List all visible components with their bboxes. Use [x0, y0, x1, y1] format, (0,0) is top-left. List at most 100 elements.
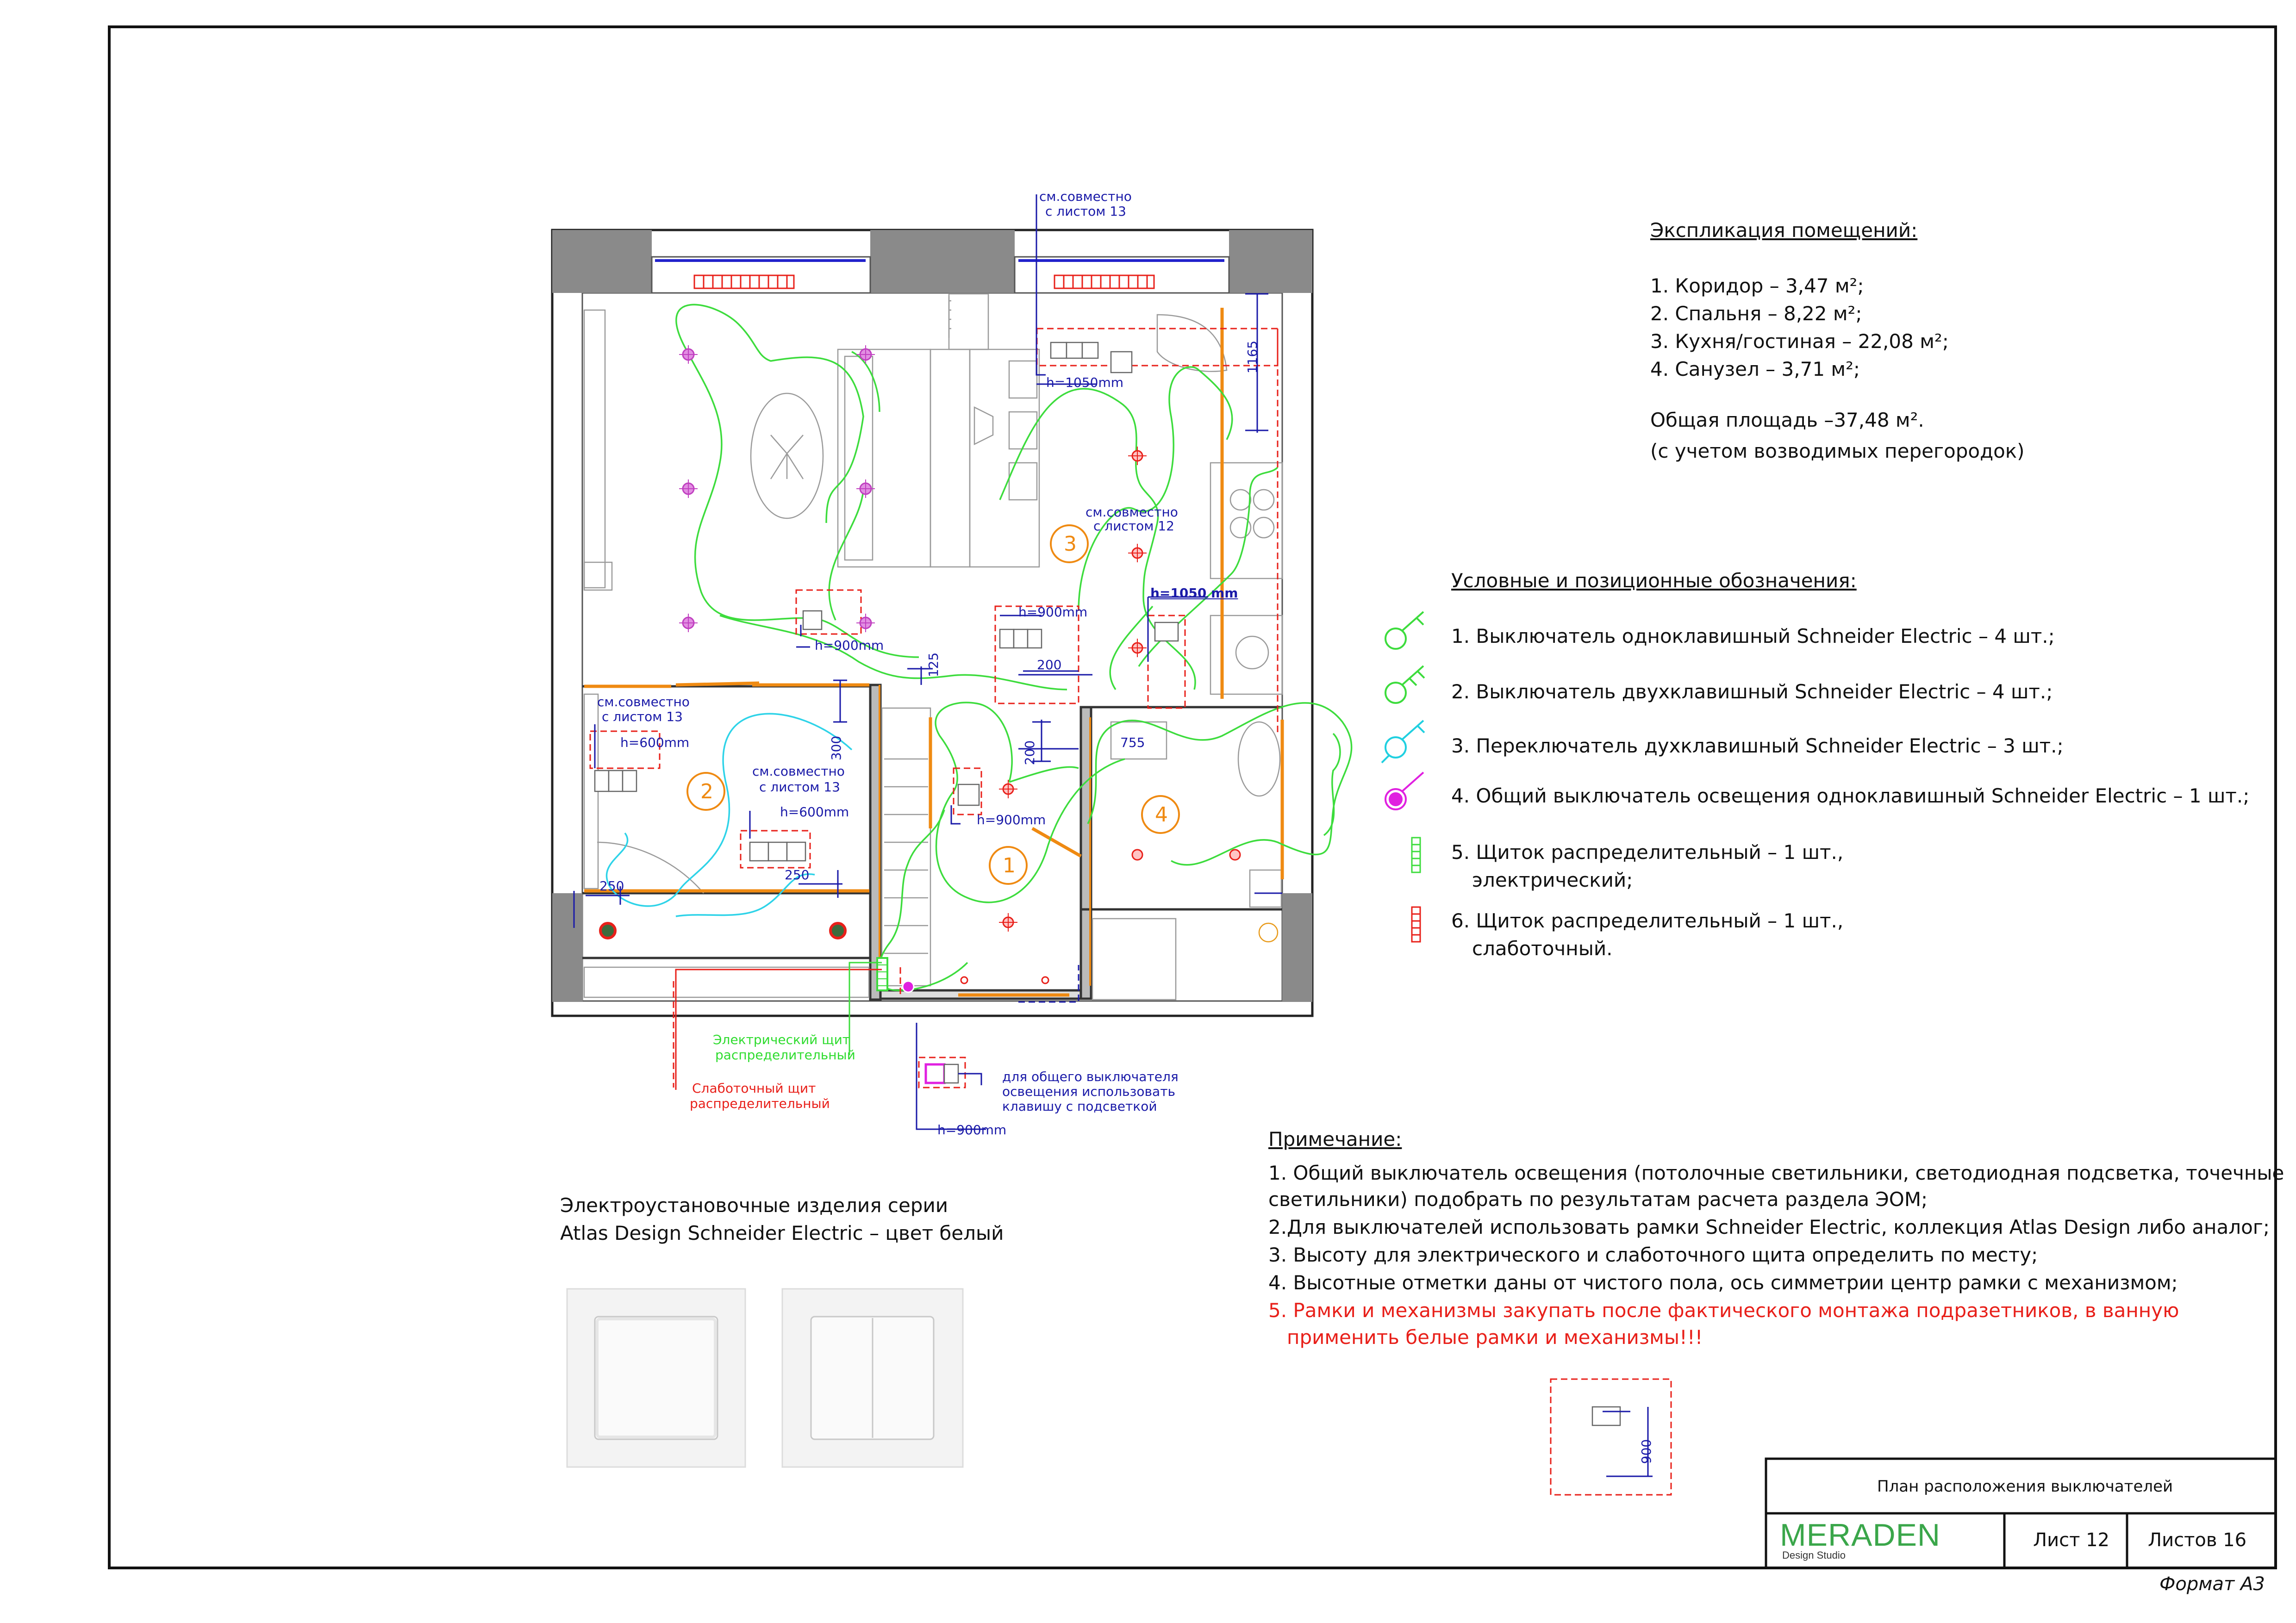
bedroom-light-right	[829, 922, 847, 939]
inner-wall-outline	[581, 292, 1283, 1002]
see-sheet13-left-a: см.совместно	[597, 694, 690, 709]
notes-title: Примечание:	[1268, 1128, 1402, 1150]
electric-panel-icon	[1411, 837, 1421, 873]
see-sheet12-a: см.совместно	[1086, 504, 1178, 520]
room-2-area: 2. Спальня – 8,22 м²;	[1650, 302, 1862, 325]
note-line-3: 2.Для выключателей использовать рамки Sc…	[1268, 1216, 2270, 1238]
room-3-area: 3. Кухня/гостиная – 22,08 м²;	[1650, 330, 1949, 353]
see-sheet13-top-a: см.совместно	[1039, 189, 1132, 204]
height-900-bottom: h=900mm	[937, 1122, 1007, 1138]
window-right	[1014, 256, 1230, 294]
switch-boxes	[594, 342, 1621, 1426]
see-sheet12-b: с листом 12	[1093, 518, 1174, 534]
outer-wall	[551, 229, 1314, 1017]
series-caption-2: Atlas Design Schneider Electric – цвет б…	[560, 1222, 1004, 1244]
note-line-2: светильники) подобрать по результатам ра…	[1268, 1188, 1928, 1211]
switch-photo-single	[566, 1288, 746, 1468]
legend-item-6: 6. Щиток распределительный – 1 шт.,	[1451, 909, 1844, 932]
furniture	[583, 293, 1283, 1001]
legend-item-5: 5. Щиток распределительный – 1 шт.,	[1451, 841, 1844, 864]
legend-title: Условные и позиционные обозначения:	[1451, 569, 1857, 592]
electric-panel-label-b: распределительный	[715, 1047, 855, 1063]
two-way-switch-icon	[1381, 720, 1425, 764]
height-900-b: h=900mm	[815, 638, 884, 653]
electric-panel	[876, 957, 888, 991]
legend-icons	[1381, 611, 1425, 943]
dim-200-b: 200	[1022, 740, 1038, 765]
title-block-frame	[1765, 1457, 2277, 1569]
master-switch-note-a: для общего выключателя	[1002, 1069, 1179, 1084]
column-top-left	[552, 230, 652, 293]
note-warning-2: применить белые рамки и механизмы!!!	[1287, 1326, 1703, 1349]
legend-item-6-line2: слаботочный.	[1472, 937, 1613, 960]
dim-250-a: 250	[599, 878, 624, 894]
red-dashed-markers	[589, 328, 1672, 1496]
note-line-1: 1. Общий выключатель освещения (потолочн…	[1268, 1162, 2284, 1184]
sheet-number: Лист 12	[2033, 1530, 2109, 1551]
radiator-right	[1054, 274, 1155, 289]
height-900-a: h=900mm	[1018, 604, 1088, 620]
room-number-1: 1	[1003, 854, 1016, 877]
room-markers	[686, 524, 1180, 885]
column-bottom-left	[552, 893, 583, 1002]
floor-plan	[551, 194, 1672, 1496]
lowcurrent-panel-label-a: Слаботочный щит	[692, 1081, 816, 1096]
drawing-title: План расположения выключателей	[1877, 1477, 2173, 1496]
electric-panel-label-a: Электрический щит	[713, 1032, 850, 1047]
dim-200-a: 200	[1037, 657, 1062, 672]
see-sheet13-mid-b: с листом 13	[759, 779, 840, 795]
room-1-area: 1. Коридор – 3,47 м²;	[1650, 274, 1864, 297]
dimensions	[573, 194, 1653, 1477]
see-sheet13-left-b: с листом 13	[602, 709, 683, 724]
legend-item-4: 4. Общий выключатель освещения одноклави…	[1451, 784, 2250, 807]
see-sheet13-top-b: с листом 13	[1045, 204, 1126, 219]
dim-1165: 1165	[1245, 340, 1260, 374]
dim-300: 300	[829, 735, 844, 761]
height-1050-right: h=1050 mm	[1150, 585, 1238, 601]
sheet-count: Листов 16	[2148, 1530, 2247, 1551]
cyan-wiring	[605, 713, 853, 917]
switch-photo-double	[781, 1288, 964, 1468]
lowcurrent-panel-icon	[1411, 906, 1421, 943]
dim-755: 755	[1120, 735, 1145, 750]
legend-item-3: 3. Переключатель духклавишный Schneider …	[1451, 734, 2064, 757]
note-line-4: 3. Высоту для электрического и слаботочн…	[1268, 1244, 2038, 1266]
dim-900-detail: 900	[1639, 1439, 1654, 1464]
height-600-b: h=600mm	[780, 804, 849, 820]
green-wiring	[675, 304, 1353, 991]
legend-item-2: 2. Выключатель двухклавишный Schneider E…	[1451, 680, 2053, 703]
partitions	[582, 684, 1282, 1001]
note-warning-1: 5. Рамки и механизмы закупать после факт…	[1268, 1299, 2179, 1322]
legend-item-5-line2: электрический;	[1472, 869, 1633, 891]
sheet-frame	[108, 25, 2277, 1569]
double-switch-icon	[1385, 665, 1425, 704]
window-left	[651, 256, 871, 294]
legend-item-1: 1. Выключатель одноклавишный Schneider E…	[1451, 625, 2055, 647]
room-4-area: 4. Санузел – 3,71 м²;	[1650, 358, 1860, 380]
height-900-c: h=900mm	[977, 812, 1046, 827]
explication-title: Экспликация помещений:	[1650, 219, 1918, 242]
total-area-note: (с учетом возводимых перегородок)	[1650, 440, 2025, 462]
series-caption-1: Электроустановочные изделия серии	[560, 1194, 948, 1217]
single-switch-icon	[1385, 611, 1424, 650]
master-switch-note-c: клавишу с подсветкой	[1002, 1099, 1157, 1114]
room-number-2: 2	[700, 780, 713, 803]
column-bottom-right	[1282, 893, 1312, 1002]
height-1050-top: h=1050mm	[1046, 375, 1124, 390]
radiator-left	[693, 274, 795, 289]
room-number-3: 3	[1064, 532, 1077, 556]
height-600-a: h=600mm	[620, 735, 690, 750]
see-sheet13-mid-a: см.совместно	[752, 764, 845, 779]
total-area: Общая площадь –37,48 м².	[1650, 409, 1924, 431]
room-number-4: 4	[1155, 803, 1168, 827]
master-switch-note-b: освещения использовать	[1002, 1084, 1176, 1099]
note-line-5: 4. Высотные отметки даны от чистого пола…	[1268, 1271, 2178, 1294]
dim-125: 125	[926, 652, 942, 678]
paper-format: Формат А3	[2159, 1573, 2265, 1595]
column-top-mid	[870, 230, 1015, 293]
doors	[584, 308, 1284, 997]
master-switch-plan	[902, 980, 915, 993]
master-switch-icon	[1385, 771, 1424, 810]
column-top-right	[1229, 230, 1312, 293]
